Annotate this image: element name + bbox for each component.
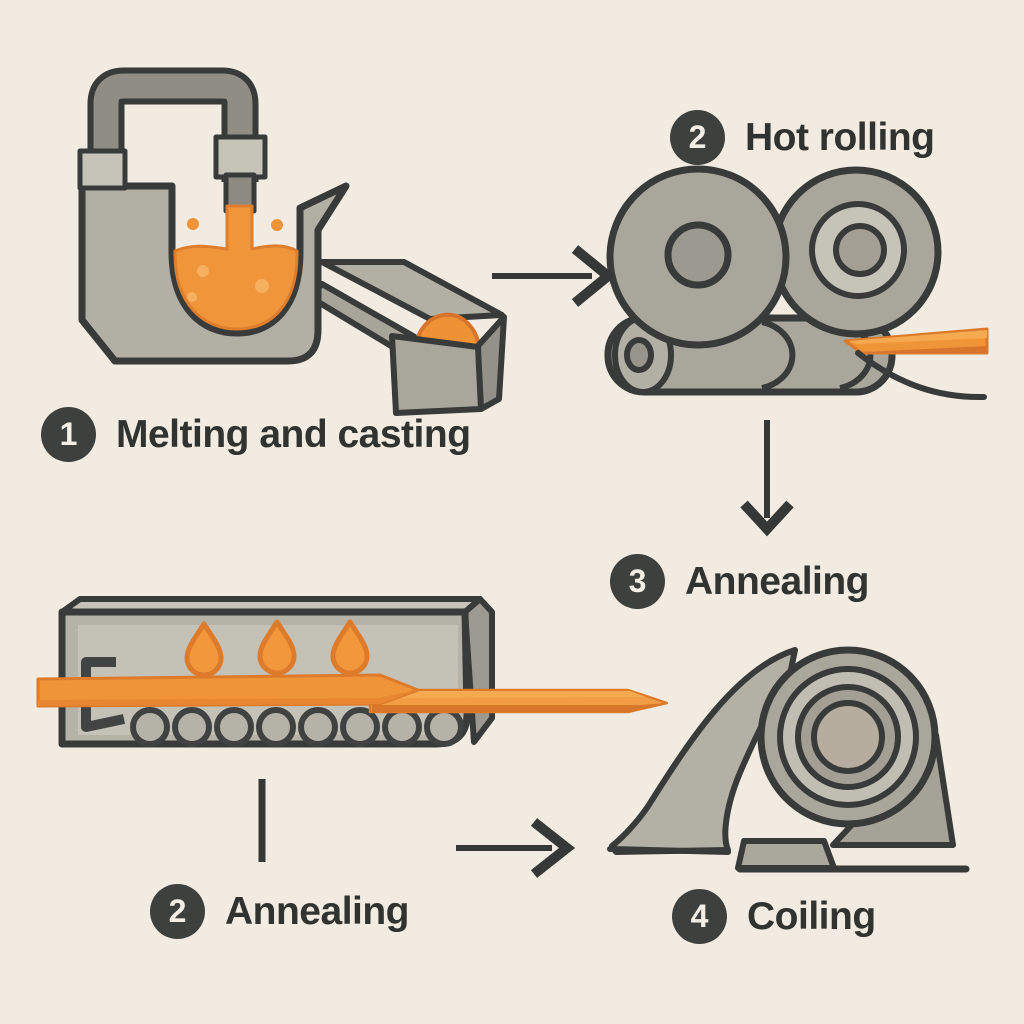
arrow-right-icon — [492, 245, 616, 307]
step-label-text: Annealing — [685, 559, 870, 603]
annealing-strip-main-shade — [38, 690, 418, 706]
step-label-text: Melting and casting — [116, 412, 471, 456]
melting-casting-illustration — [77, 67, 507, 416]
splash-dot — [187, 218, 199, 230]
step-badge: 2 — [150, 884, 205, 939]
flame-icon — [330, 619, 370, 676]
step-label-text: Coiling — [747, 894, 876, 938]
conveyor-roller — [214, 707, 254, 747]
conveyor-roller — [424, 707, 464, 747]
mold-box-front — [389, 333, 484, 416]
splash-dot — [271, 219, 283, 231]
step-badge: 2 — [670, 110, 725, 165]
conveyor-roller — [130, 707, 170, 747]
step-label-text: Annealing — [225, 889, 410, 933]
coil-base — [735, 838, 837, 871]
conveyor-roller — [298, 707, 338, 747]
arrow-down-icon — [740, 420, 794, 537]
step-label-annealing-mid: 3 Annealing — [610, 554, 870, 609]
flame-icon — [184, 621, 224, 678]
rolled-strip-bottom-bevel — [864, 346, 987, 353]
annealing-furnace-illustration — [36, 596, 669, 748]
step-label-melting-casting: 1 Melting and casting — [41, 407, 471, 462]
flow-arrows — [258, 245, 794, 878]
arrow-right-icon — [456, 818, 576, 878]
coil-unwind-band — [609, 647, 798, 855]
flame-icon — [257, 619, 297, 676]
bath-bubble — [255, 279, 269, 293]
pipe-collar-right — [213, 134, 268, 180]
strip-trailing-wire — [855, 350, 987, 401]
pipe-collar-left — [77, 148, 128, 191]
molten-bath — [173, 204, 299, 331]
coiling-illustration — [607, 646, 970, 873]
roller-seam — [761, 319, 796, 391]
conveyor-rollers — [130, 707, 464, 747]
step-badge: 1 — [41, 407, 96, 462]
step-label-hot-rolling: 2 Hot rolling — [670, 110, 935, 165]
conveyor-roller — [256, 707, 296, 747]
step-label-coiling: 4 Coiling — [672, 889, 876, 944]
step-badge: 4 — [672, 889, 727, 944]
bath-bubble — [197, 265, 209, 277]
annealed-strip-exit-bottom-bevel — [372, 703, 667, 712]
conveyor-roller — [340, 707, 380, 747]
ground-line — [607, 846, 731, 855]
top-roller-right-hole — [833, 223, 887, 277]
step-badge: 3 — [610, 554, 665, 609]
pour-pipe-fill — [93, 73, 253, 190]
rolled-strip-top-bevel — [848, 330, 987, 344]
bottom-roller-hole — [624, 337, 654, 373]
top-roller-left-hole — [664, 221, 732, 289]
conveyor-roller — [382, 707, 422, 747]
crucible-body — [78, 182, 350, 365]
annealed-strip-exit-top-bevel — [372, 691, 646, 698]
bath-bubble — [187, 292, 197, 302]
hot-rolling-illustration — [604, 165, 989, 401]
step-label-annealing-bottom: 2 Annealing — [150, 884, 410, 939]
coil-hole — [811, 700, 885, 774]
step-label-text: Hot rolling — [745, 115, 935, 159]
conveyor-roller — [172, 707, 212, 747]
